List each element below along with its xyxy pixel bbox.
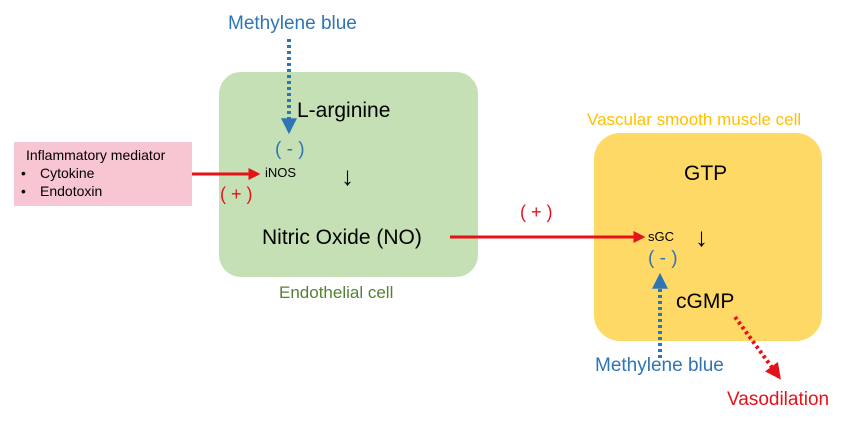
cgmp-vasodilation-arrow: [733, 315, 781, 380]
mediator-item-cytokine: Cytokine: [40, 165, 95, 181]
methylene-blue-top-label: Methylene blue: [228, 13, 357, 34]
smooth-muscle-cell-label: Vascular smooth muscle cell: [587, 110, 802, 129]
vasodilation-label: Vasodilation: [727, 389, 830, 410]
no-activate-sign: ( + ): [520, 202, 553, 222]
nitric-oxide-label: Nitric Oxide (NO): [262, 226, 422, 249]
mediator-bullet-1: •: [21, 165, 26, 181]
endothelial-reaction-arrow: ↓: [341, 161, 354, 191]
endothelial-cell-label: Endothelial cell: [279, 283, 394, 302]
methylene-blue-bottom-label: Methylene blue: [595, 355, 724, 376]
smooth-muscle-reaction-arrow: ↓: [695, 222, 708, 252]
l-arginine-label: L-arginine: [297, 99, 391, 122]
cgmp-label: cGMP: [676, 290, 735, 313]
gtp-label: GTP: [684, 162, 728, 185]
sgc-inhibit-sign: ( - ): [648, 248, 678, 269]
endothelial-cell-box: [219, 72, 478, 277]
mediator-activate-sign: ( + ): [220, 184, 253, 204]
inos-label: iNOS: [265, 165, 297, 180]
inflammatory-mediator-title: Inflammatory mediator: [26, 147, 166, 163]
mediator-bullet-2: •: [21, 183, 26, 199]
mediator-item-endotoxin: Endotoxin: [40, 183, 103, 199]
inflammatory-mediator-box: [14, 142, 192, 206]
inos-inhibit-sign: ( - ): [275, 139, 305, 160]
sgc-label: sGC: [648, 229, 674, 244]
